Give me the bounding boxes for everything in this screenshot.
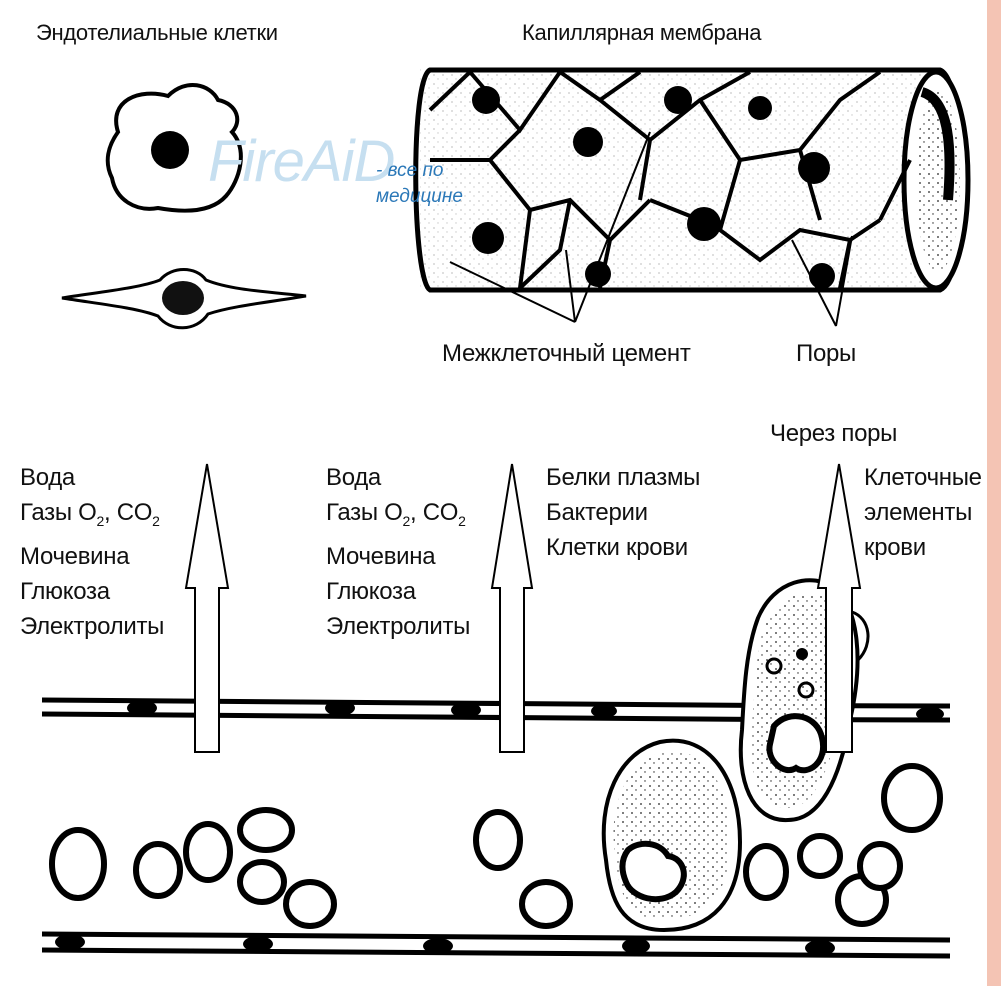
list-item: крови: [864, 530, 982, 565]
list-item: Электролиты: [20, 609, 164, 644]
label-endothelial-cells: Эндотелиальные клетки: [36, 20, 278, 46]
label-through-pores: Через поры: [770, 420, 897, 448]
list-item: Глюкоза: [20, 574, 164, 609]
list-item: Белки плазмы: [546, 460, 700, 495]
label-capillary-membrane: Капиллярная мембрана: [522, 20, 761, 46]
list-item: Электролиты: [326, 609, 470, 644]
watermark-subtitle-1: - все по: [376, 160, 443, 182]
watermark-subtitle-2: медицине: [376, 186, 463, 208]
list-blocked: Белки плазмы Бактерии Клетки крови: [546, 460, 700, 565]
up-arrow-icon: [186, 464, 228, 752]
watermark-logo: FireAiD: [208, 129, 394, 194]
list-item: Вода: [326, 460, 470, 495]
list-item-gases: Газы O2, CO2: [326, 495, 470, 539]
list-left: Вода Газы O2, CO2 Мочевина Глюкоза Элект…: [20, 460, 164, 644]
label-pores: Поры: [796, 340, 856, 368]
vessel-wall-lower: [42, 934, 950, 956]
up-arrow-icon: [492, 464, 532, 752]
list-item: Мочевина: [20, 539, 164, 574]
list-item: Клеточные: [864, 460, 982, 495]
list-right: Клеточные элементы крови: [864, 460, 982, 565]
list-item: Клетки крови: [546, 530, 700, 565]
list-item: Мочевина: [326, 539, 470, 574]
list-item: Глюкоза: [326, 574, 470, 609]
endothelial-cell-flat: [62, 270, 306, 328]
watermark: FireAiD: [208, 128, 394, 195]
list-item: Бактерии: [546, 495, 700, 530]
list-item: элементы: [864, 495, 982, 530]
list-item: Вода: [20, 460, 164, 495]
list-item-gases: Газы O2, CO2: [20, 495, 164, 539]
label-intercellular-cement: Межклеточный цемент: [442, 340, 691, 368]
capillary-tube: [416, 68, 968, 326]
list-middle: Вода Газы O2, CO2 Мочевина Глюкоза Элект…: [326, 460, 470, 644]
